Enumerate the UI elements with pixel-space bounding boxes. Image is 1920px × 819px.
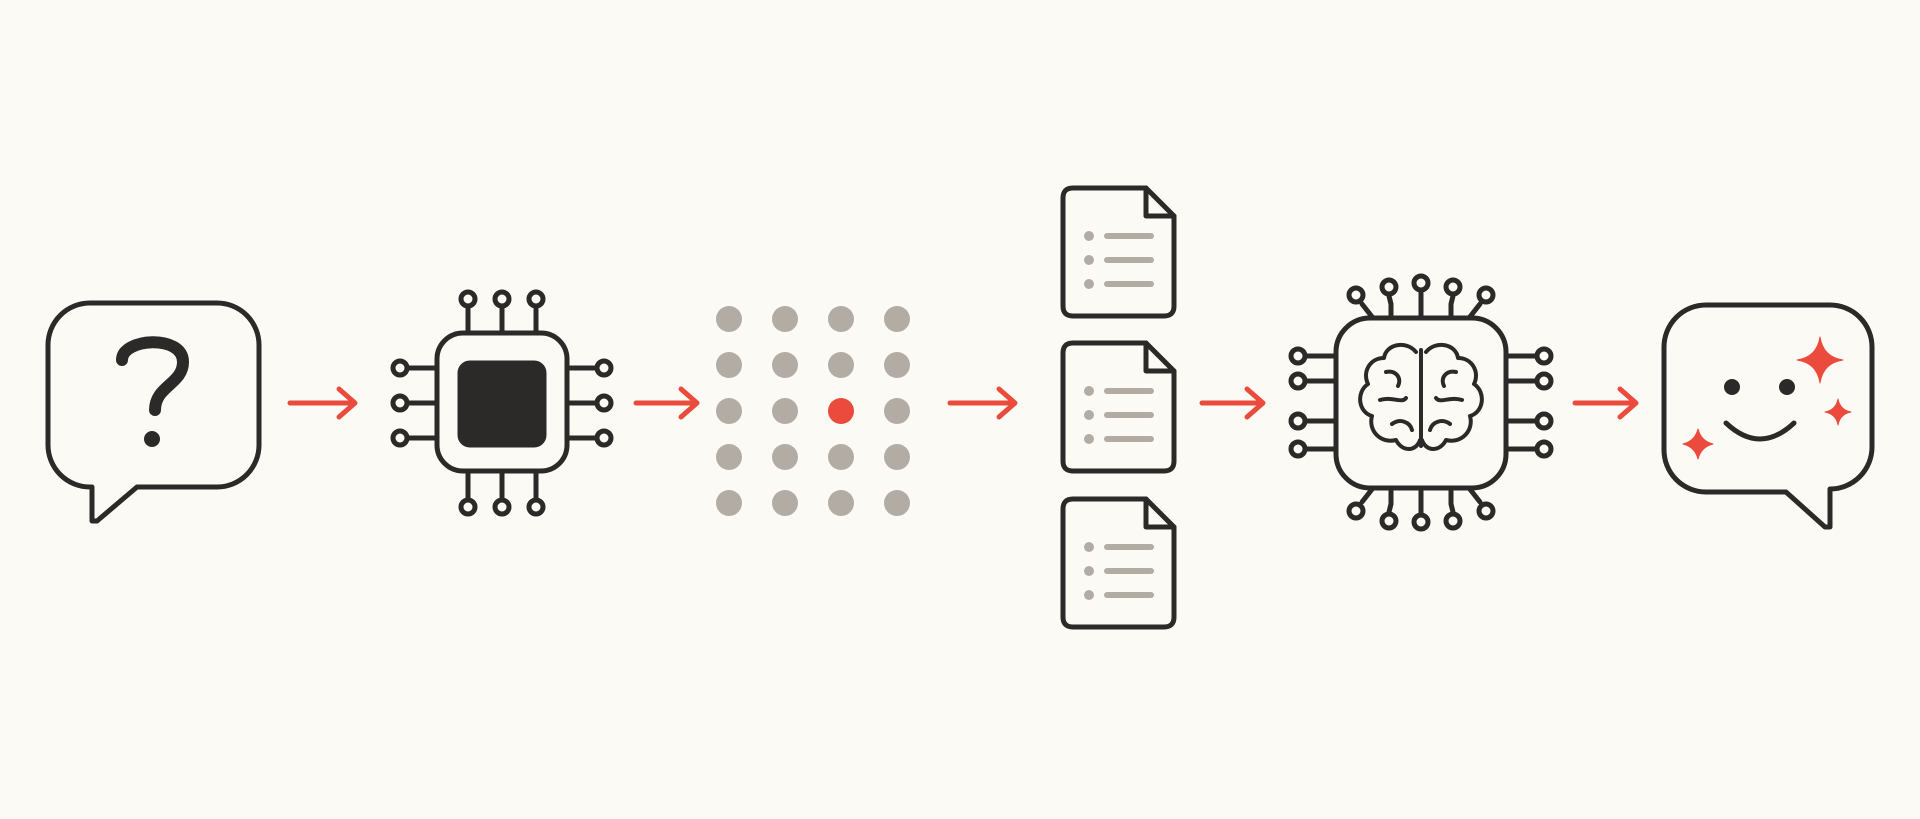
- brain-chip-icon: [1288, 273, 1554, 532]
- arrow-right-icon: [1199, 386, 1266, 420]
- sparkle-icon: [1824, 398, 1852, 426]
- document-bullet: [1084, 386, 1094, 396]
- grid-dot: [828, 306, 854, 332]
- smiley-eye-left: [1724, 379, 1740, 395]
- document-bullet: [1084, 279, 1094, 289]
- brain-chip-pins-top: [1346, 273, 1496, 321]
- arrow-right-icon: [947, 386, 1018, 420]
- document-page: [1060, 185, 1177, 319]
- grid-dot: [884, 444, 910, 470]
- document-bullet: [1084, 434, 1094, 444]
- grid-dot: [772, 398, 798, 424]
- grid-dot: [884, 306, 910, 332]
- document-fold: [1143, 340, 1177, 374]
- dot-grid-icon: [716, 306, 910, 516]
- chip-pins-top: [458, 289, 546, 336]
- chip-core: [457, 360, 547, 448]
- grid-dot: [716, 398, 742, 424]
- smiley-mouth: [1723, 420, 1797, 442]
- smiley-eye-right: [1779, 379, 1795, 395]
- document-bullet: [1084, 590, 1094, 600]
- document-bullet: [1084, 255, 1094, 265]
- document-stack-icon: [1060, 185, 1177, 630]
- grid-dot: [716, 490, 742, 516]
- grid-dot: [716, 444, 742, 470]
- sparkle-icon: [1796, 336, 1844, 384]
- grid-dot: [772, 444, 798, 470]
- chip-pins-bottom: [458, 468, 546, 517]
- document-page: [1060, 496, 1177, 630]
- grid-dot: [884, 490, 910, 516]
- arrow-right-icon: [1572, 386, 1639, 420]
- document-bullet: [1084, 231, 1094, 241]
- grid-dot: [716, 306, 742, 332]
- sparkle-icon: [1682, 428, 1714, 460]
- document-bullet: [1084, 542, 1094, 552]
- chip-pins-left: [390, 358, 440, 448]
- grid-dot: [884, 352, 910, 378]
- grid-dot: [772, 306, 798, 332]
- document-bullet: [1084, 566, 1094, 576]
- grid-dot: [772, 352, 798, 378]
- grid-dot: [828, 444, 854, 470]
- arrow-right-icon: [633, 386, 700, 420]
- grid-dot: [828, 352, 854, 378]
- brain-chip-pins-left: [1288, 346, 1339, 459]
- question-mark-icon: [116, 336, 189, 416]
- grid-dot: [828, 490, 854, 516]
- document-icon: [1060, 496, 1177, 630]
- question-speech-bubble-icon: [45, 300, 262, 524]
- highlighted-grid-dot: [828, 398, 854, 424]
- document-bullet: [1084, 410, 1094, 420]
- document-icon: [1060, 185, 1177, 319]
- brain-icon: [1358, 342, 1484, 451]
- grid-dot: [772, 490, 798, 516]
- brain-chip-pins-bottom: [1346, 485, 1496, 532]
- document-fold: [1143, 185, 1177, 219]
- document-fold: [1143, 496, 1177, 530]
- chip-pins-right: [564, 358, 614, 448]
- arrow-right-icon: [287, 386, 358, 420]
- grid-dot: [884, 398, 910, 424]
- document-page: [1060, 340, 1177, 474]
- grid-dot: [716, 352, 742, 378]
- processor-chip-icon: [390, 289, 614, 517]
- question-mark-dot: [144, 431, 160, 447]
- brain-chip-pins-right: [1503, 346, 1554, 459]
- smiley-speech-bubble-icon: [1661, 302, 1875, 530]
- document-icon: [1060, 340, 1177, 474]
